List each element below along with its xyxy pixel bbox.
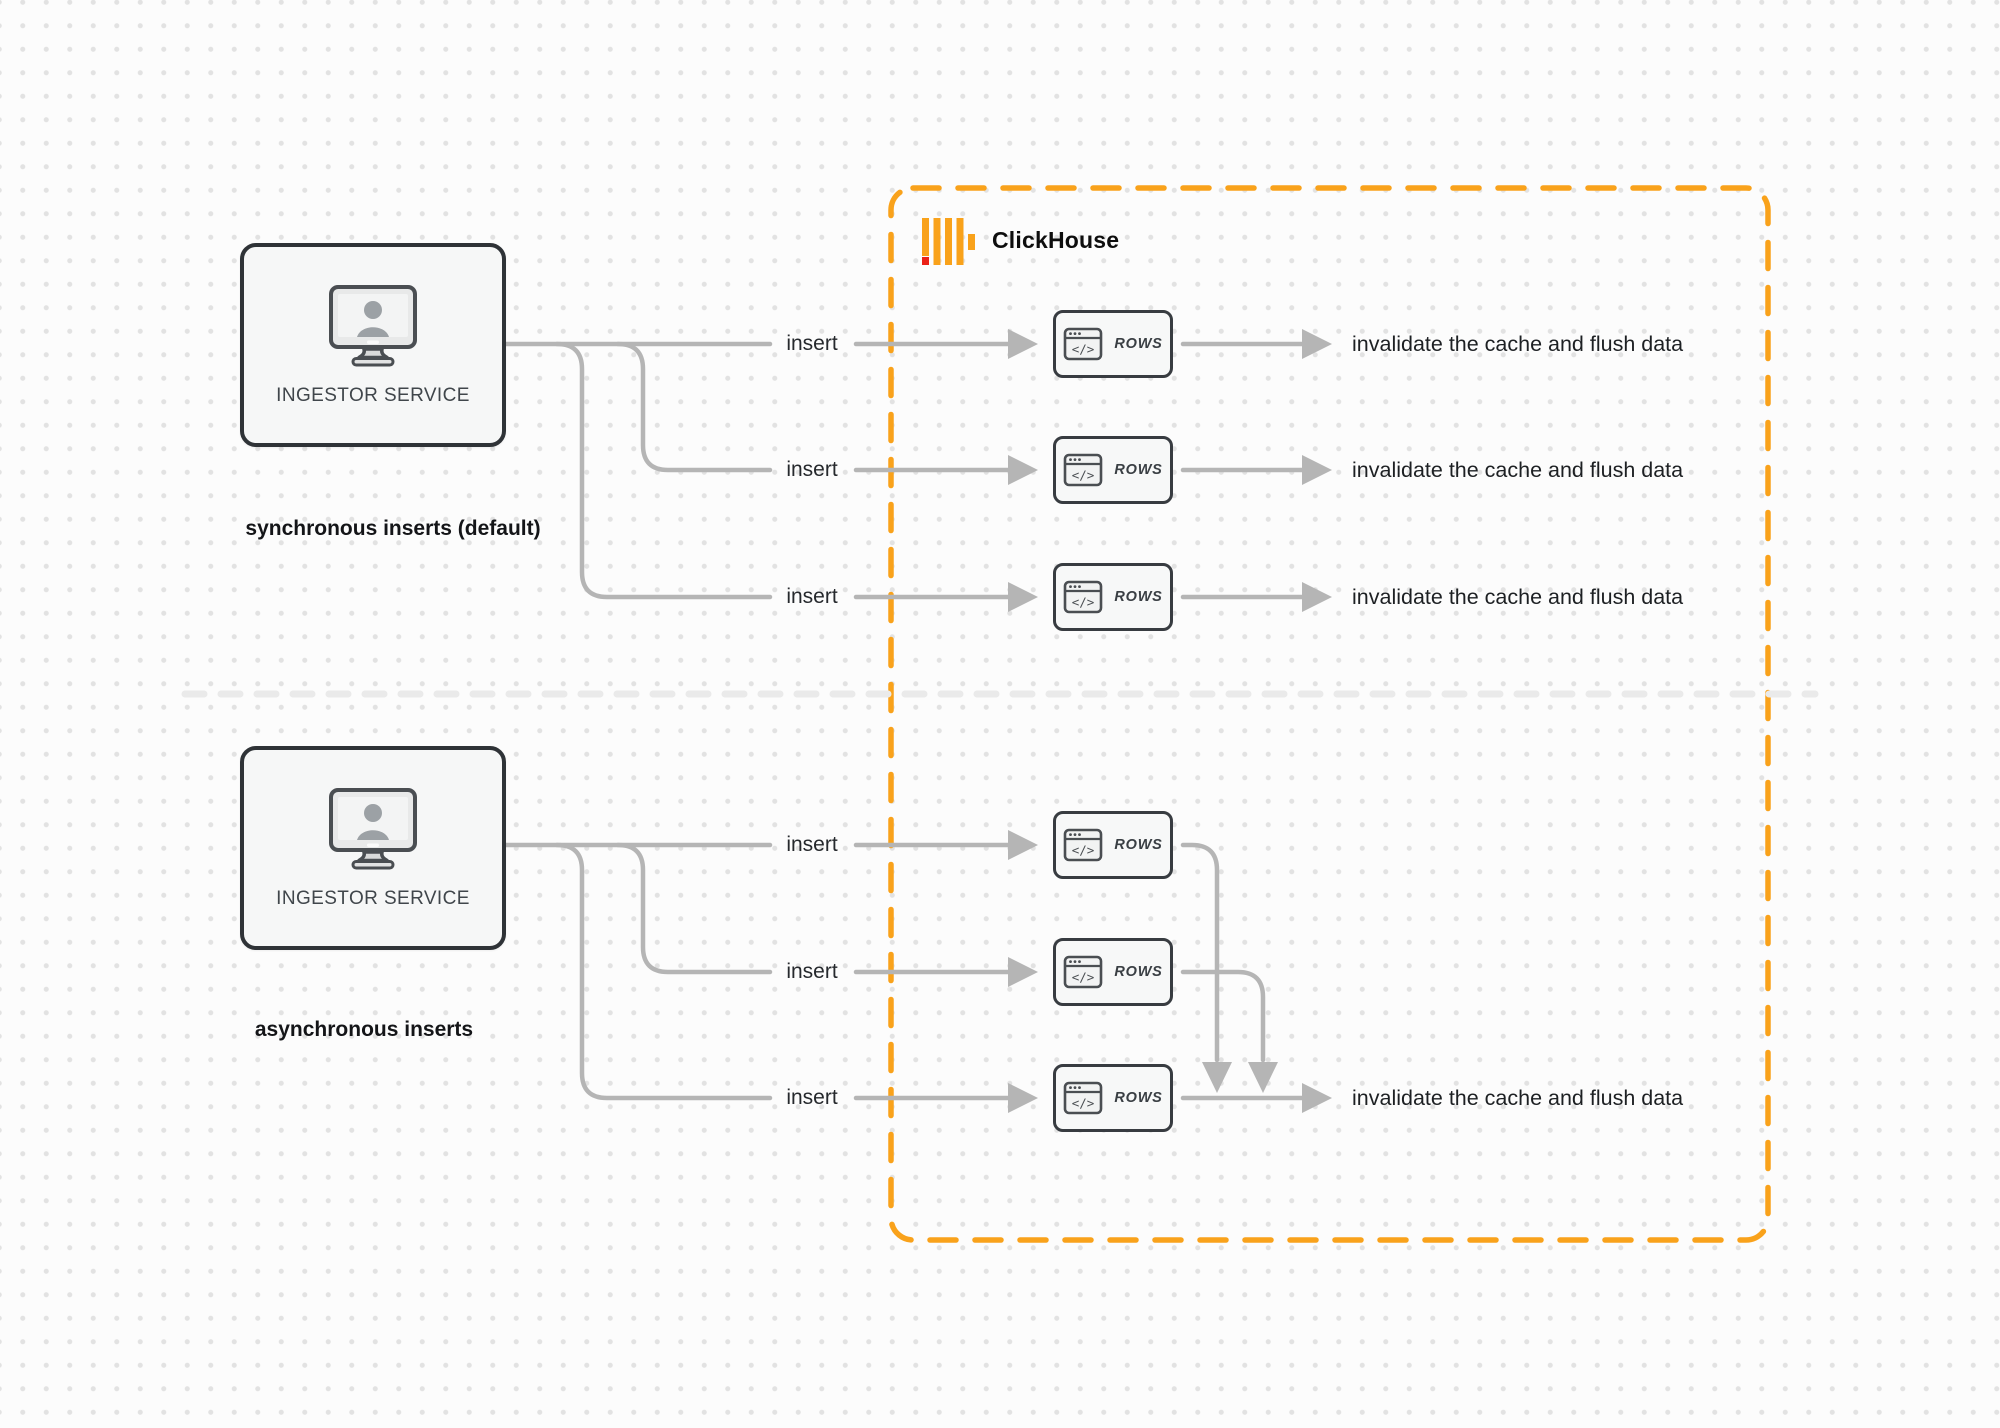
- arrowhead: [1008, 1083, 1038, 1113]
- insert-label: insert: [786, 332, 838, 355]
- sync-section-caption: synchronous inserts (default): [245, 517, 541, 540]
- rows-label: ROWS: [1114, 1090, 1163, 1106]
- rows-label: ROWS: [1114, 964, 1163, 980]
- async-merge-drop-1: [1180, 842, 1220, 1063]
- async-merge-drop-2: [1180, 969, 1266, 1063]
- insert-label: insert: [786, 960, 838, 983]
- async-connectors: [503, 842, 1305, 1101]
- arrowhead: [1302, 1083, 1332, 1113]
- arrowhead: [1302, 582, 1332, 612]
- arrowhead: [1302, 329, 1332, 359]
- workstation-icon: [329, 284, 417, 366]
- clickhouse-logo: ClickHouse: [922, 218, 1119, 265]
- arrowhead-down: [1202, 1062, 1232, 1093]
- code-glyph: </>: [1072, 843, 1095, 858]
- ingestor-service-label: INGESTOR SERVICE: [276, 384, 470, 406]
- sync-branch-3: [554, 341, 773, 600]
- code-window-icon: </>: [1064, 955, 1103, 989]
- code-window-icon: </>: [1064, 1081, 1103, 1115]
- rows-node-card[interactable]: </> ROWS: [1053, 938, 1178, 1011]
- insert-label: insert: [786, 833, 838, 856]
- rows-node-card[interactable]: </> ROWS: [1053, 436, 1178, 509]
- clickhouse-logo-icon: [922, 218, 975, 265]
- sync-ingestor-service-box[interactable]: INGESTOR SERVICE: [240, 243, 506, 447]
- clickhouse-logo-text: ClickHouse: [992, 227, 1120, 253]
- code-glyph: </>: [1072, 1096, 1095, 1111]
- workstation-icon: [329, 787, 417, 869]
- code-glyph: </>: [1072, 468, 1095, 483]
- insert-label: insert: [786, 585, 838, 608]
- rows-label: ROWS: [1114, 462, 1163, 478]
- code-window-icon: </>: [1064, 453, 1103, 487]
- result-label: invalidate the cache and flush data: [1352, 585, 1684, 609]
- arrowhead-down: [1248, 1062, 1278, 1093]
- arrowhead: [1008, 830, 1038, 860]
- async-arrowheads: [1008, 830, 1332, 1113]
- sync-connectors: [503, 341, 1305, 600]
- code-window-icon: </>: [1064, 327, 1103, 361]
- sync-branch-2: [615, 341, 773, 473]
- rows-node-card[interactable]: </> ROWS: [1053, 563, 1178, 636]
- sync-arrowheads: [1008, 329, 1332, 612]
- result-label: invalidate the cache and flush data: [1352, 458, 1684, 482]
- arrowhead: [1302, 455, 1332, 485]
- async-section-caption: asynchronous inserts: [254, 1018, 474, 1041]
- insert-label: insert: [786, 458, 838, 481]
- rows-label: ROWS: [1114, 336, 1163, 352]
- code-glyph: </>: [1072, 970, 1095, 985]
- user-icon: [364, 803, 382, 822]
- code-glyph: </>: [1072, 595, 1095, 610]
- arrowhead: [1008, 455, 1038, 485]
- rows-label: ROWS: [1114, 837, 1163, 853]
- ingestor-service-label: INGESTOR SERVICE: [276, 887, 470, 909]
- async-ingestor-service-box[interactable]: INGESTOR SERVICE: [240, 746, 506, 950]
- arrowhead: [1008, 957, 1038, 987]
- code-window-icon: </>: [1064, 828, 1103, 862]
- code-window-icon: </>: [1064, 580, 1103, 614]
- clickhouse-boundary-box: [888, 185, 1771, 1243]
- async-branch-3: [554, 842, 773, 1101]
- result-label: invalidate the cache and flush data: [1352, 1086, 1684, 1110]
- code-glyph: </>: [1072, 342, 1095, 357]
- rows-node-card[interactable]: </> ROWS: [1053, 310, 1178, 383]
- async-branch-2: [615, 842, 773, 975]
- rows-node-card[interactable]: </> ROWS: [1053, 811, 1178, 884]
- arrowhead: [1008, 329, 1038, 359]
- arrowhead: [1008, 582, 1038, 612]
- user-icon: [364, 300, 382, 319]
- rows-label: ROWS: [1114, 589, 1163, 605]
- rows-node-card[interactable]: </> ROWS: [1053, 1064, 1178, 1137]
- insert-label: insert: [786, 1086, 838, 1109]
- result-label: invalidate the cache and flush data: [1352, 332, 1684, 356]
